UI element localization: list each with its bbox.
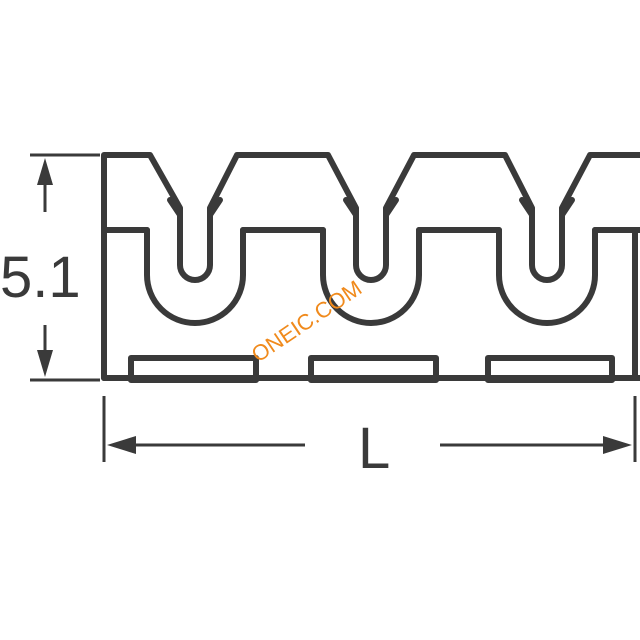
chamfer-line bbox=[559, 197, 575, 218]
height-label: 5.1 bbox=[0, 245, 81, 310]
u-contour-1 bbox=[144, 227, 246, 326]
arrow-left-icon bbox=[107, 436, 136, 454]
chamfer-line bbox=[207, 197, 223, 218]
height-dimension: 5.1 bbox=[0, 153, 100, 382]
housing-body bbox=[101, 152, 640, 383]
chamfer-line bbox=[519, 197, 535, 218]
length-label: L bbox=[358, 416, 390, 481]
housing-outer-profile bbox=[101, 152, 640, 381]
length-dimension: L bbox=[102, 396, 637, 481]
chamfer-line bbox=[167, 197, 183, 218]
contact-pad-3 bbox=[485, 355, 615, 383]
chamfer-line bbox=[383, 197, 399, 218]
u-contour-3 bbox=[496, 227, 598, 326]
u-contour-2 bbox=[320, 227, 422, 326]
contact-pad-2 bbox=[308, 355, 439, 383]
arrow-down-icon bbox=[37, 350, 53, 377]
arrow-up-icon bbox=[37, 158, 53, 185]
contact-pad-1 bbox=[128, 355, 259, 383]
arrow-right-icon bbox=[603, 436, 632, 454]
chamfer-line bbox=[343, 197, 359, 218]
watermark-text: ONEIC.COM bbox=[247, 275, 366, 367]
